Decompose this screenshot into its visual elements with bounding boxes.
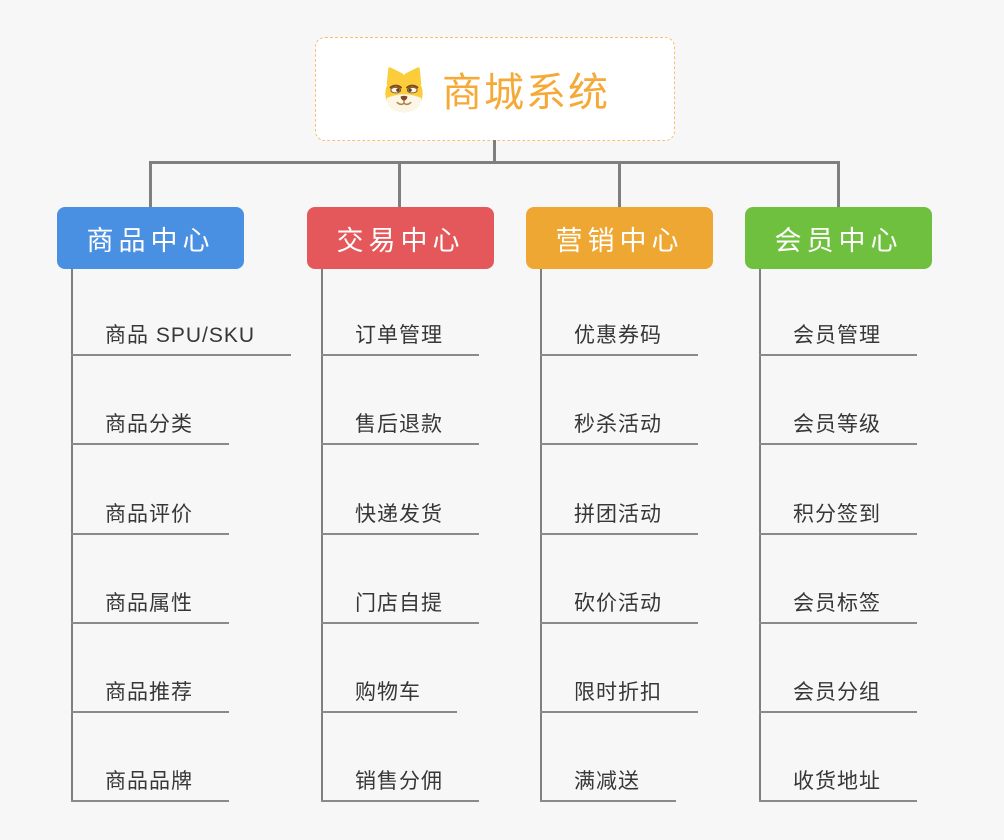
connector-horizontal-bar xyxy=(149,161,840,164)
branch-item[interactable]: 满减送 xyxy=(540,764,676,802)
connector-root-stem xyxy=(493,140,496,164)
branch-column: 会员中心 会员管理 会员等级 积分签到 会员标签 会员分组 收货地址 xyxy=(745,207,1004,840)
root-node[interactable]: 商城系统 xyxy=(315,37,675,141)
connector-drop-line xyxy=(837,161,840,207)
branch-item[interactable]: 商品 SPU/SKU xyxy=(71,318,292,356)
branch-item[interactable]: 商品分类 xyxy=(71,407,229,445)
branch-item[interactable]: 限时折扣 xyxy=(540,675,698,713)
branch-item[interactable]: 商品属性 xyxy=(71,586,229,624)
connector-drop-line xyxy=(149,161,152,207)
branch-node-1[interactable]: 交易中心 xyxy=(307,207,494,269)
connector-drop-line xyxy=(618,161,621,207)
connector-drop-line xyxy=(398,161,401,207)
branch-item[interactable]: 商品评价 xyxy=(71,497,229,535)
branch-item[interactable]: 订单管理 xyxy=(321,318,479,356)
branch-column: 营销中心 优惠券码 秒杀活动 拼团活动 砍价活动 限时折扣 满减送 xyxy=(526,207,786,840)
branch-item[interactable]: 商品推荐 xyxy=(71,675,229,713)
root-node-label: 商城系统 xyxy=(442,71,610,115)
branch-item[interactable]: 砍价活动 xyxy=(540,586,698,624)
branch-item[interactable]: 商品品牌 xyxy=(71,764,229,802)
branch-connector-line xyxy=(321,269,323,802)
branch-item[interactable]: 会员管理 xyxy=(759,318,917,356)
branch-item[interactable]: 优惠券码 xyxy=(540,318,698,356)
branch-item[interactable]: 快递发货 xyxy=(321,497,479,535)
branch-connector-line xyxy=(759,269,761,802)
branch-node-3[interactable]: 会员中心 xyxy=(745,207,932,269)
branch-item[interactable]: 门店自提 xyxy=(321,586,479,624)
branch-item[interactable]: 积分签到 xyxy=(759,497,917,535)
dog-face-icon xyxy=(380,65,428,113)
branch-item[interactable]: 会员标签 xyxy=(759,586,917,624)
branch-item[interactable]: 销售分佣 xyxy=(321,764,479,802)
branch-connector-line xyxy=(71,269,73,802)
branch-item[interactable]: 售后退款 xyxy=(321,407,479,445)
branch-item[interactable]: 购物车 xyxy=(321,675,457,713)
branch-column: 交易中心 订单管理 售后退款 快递发货 门店自提 购物车 销售分佣 xyxy=(307,207,567,840)
branch-item[interactable]: 秒杀活动 xyxy=(540,407,698,445)
branch-item[interactable]: 拼团活动 xyxy=(540,497,698,535)
branch-column: 商品中心 商品 SPU/SKU 商品分类 商品评价 商品属性 商品推荐 商品品牌 xyxy=(57,207,317,840)
branch-item[interactable]: 收货地址 xyxy=(759,764,917,802)
branch-item[interactable]: 会员分组 xyxy=(759,675,917,713)
branch-node-0[interactable]: 商品中心 xyxy=(57,207,244,269)
branch-connector-line xyxy=(540,269,542,802)
branch-item[interactable]: 会员等级 xyxy=(759,407,917,445)
branch-node-2[interactable]: 营销中心 xyxy=(526,207,713,269)
